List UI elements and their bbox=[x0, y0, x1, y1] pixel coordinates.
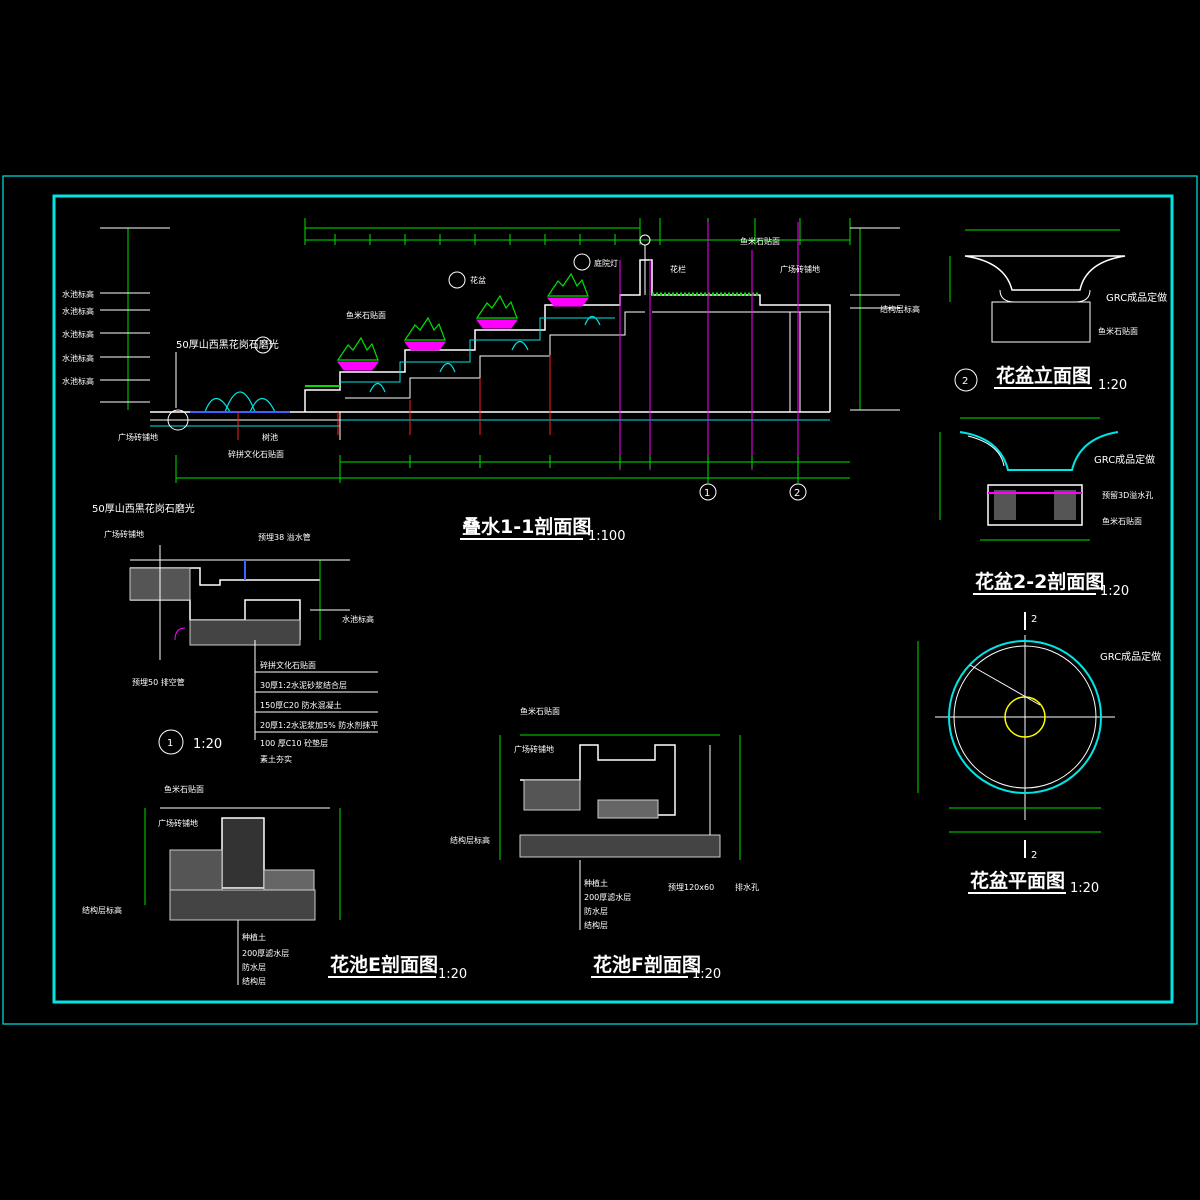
water-level-label-4: 水池标高 bbox=[62, 353, 94, 363]
bed-e-title: 花池E剖面图 bbox=[330, 953, 438, 976]
grc-label-plan: GRC成品定做 bbox=[1100, 650, 1161, 663]
bed-e-layer-3: 结构层 bbox=[242, 976, 266, 986]
plaza-paving-label-f: 广场砖铺地 bbox=[514, 744, 554, 754]
pot-sec-title: 花盆2-2剖面图 bbox=[975, 570, 1104, 593]
flower-pot-label-main: 花盆 bbox=[470, 275, 486, 285]
fish-stone-label-elev: 鱼米石贴面 bbox=[1098, 326, 1138, 336]
water-level-label-2: 水池标高 bbox=[62, 306, 94, 316]
stone-label-main: 50厚山西黑花岗石磨光 bbox=[176, 338, 279, 351]
bed-e-layer-1: 200厚滤水层 bbox=[242, 948, 289, 958]
reserved-drain-label: 预留3D溢水孔 bbox=[1102, 490, 1153, 500]
grc-label-sec: GRC成品定做 bbox=[1094, 453, 1155, 466]
pool-layer-4: 100 厚C10 砼垫层 bbox=[260, 738, 328, 748]
outer-frame bbox=[2, 175, 1198, 1025]
fish-stone-label-main: 鱼米石贴面 bbox=[346, 310, 386, 320]
cut-mark-bottom: 2 bbox=[1031, 850, 1037, 861]
bed-f-layer-0: 种植土 bbox=[584, 878, 608, 888]
pool-layer-1: 30厚1:2水泥砂浆结合层 bbox=[260, 680, 347, 690]
railing-label: 花栏 bbox=[670, 264, 686, 274]
pipe-38-label: 预埋38 溢水管 bbox=[258, 532, 311, 542]
bed-f-scale: 1:20 bbox=[692, 967, 721, 982]
axis-label-1: 1 bbox=[704, 488, 710, 499]
fish-stone-label-f: 鱼米石贴面 bbox=[520, 706, 560, 716]
water-level-label-1: 水池标高 bbox=[62, 289, 94, 299]
bed-e-layer-2: 防水层 bbox=[242, 962, 266, 972]
pot-section-drawing: GRC成品定做 预留3D溢水孔 鱼米石贴面 花盆2-2剖面图 1:20 bbox=[939, 417, 1155, 599]
bed-f-drawing: 鱼米石贴面 广场砖铺地 结构层标高 预埋120x60 排水孔 种植土 200厚滤… bbox=[450, 706, 759, 982]
pool-layer-0: 碎拼文化石贴面 bbox=[260, 660, 316, 670]
bed-e-drawing: 鱼米石贴面 广场砖铺地 结构层标高 种植土 200厚滤水层 防水层 结构层 花池… bbox=[82, 784, 467, 986]
drain-label: 排水孔 bbox=[735, 882, 759, 892]
pot-plan-title: 花盆平面图 bbox=[970, 869, 1065, 892]
plaza-paving-label-main: 广场砖铺地 bbox=[118, 432, 158, 442]
cut-mark-top: 2 bbox=[1031, 614, 1037, 625]
pipe-50-label: 预埋50 排空管 bbox=[132, 677, 185, 687]
water-level-label-3: 水池标高 bbox=[62, 329, 94, 339]
axis-label-2: 2 bbox=[794, 488, 800, 499]
plaza-paving-label-e: 广场砖铺地 bbox=[158, 818, 198, 828]
bed-f-layer-1: 200厚滤水层 bbox=[584, 892, 631, 902]
pot-elevation-drawing: GRC成品定做 鱼米石贴面 2 花盆立面图 1:20 bbox=[949, 229, 1167, 393]
detail-1-marker: 1 bbox=[167, 738, 173, 749]
fish-stone-label-right: 鱼米石贴面 bbox=[740, 236, 780, 246]
pool-layer-5: 素土夯实 bbox=[260, 754, 292, 764]
pot-elev-scale: 1:20 bbox=[1098, 378, 1127, 393]
main-section-drawing: 水池标高 水池标高 水池标高 水池标高 水池标高 bbox=[62, 218, 920, 501]
tree-pool-label: 树池 bbox=[262, 432, 278, 442]
pot-elev-marker: 2 bbox=[962, 376, 968, 387]
bed-f-layer-legend: 种植土 200厚滤水层 防水层 结构层 bbox=[579, 860, 631, 930]
bed-f-layer-3: 结构层 bbox=[584, 920, 608, 930]
pot-plan-scale: 1:20 bbox=[1070, 881, 1099, 896]
main-section-scale: 1:100 bbox=[588, 529, 625, 544]
culture-stone-label-main: 碎拼文化石贴面 bbox=[228, 449, 284, 459]
stone-label-detail: 50厚山西黑花岗石磨光 bbox=[92, 502, 195, 515]
bed-e-layer-legend: 种植土 200厚滤水层 防水层 结构层 bbox=[237, 920, 289, 986]
pot-elev-title: 花盆立面图 bbox=[996, 364, 1091, 387]
lamp-label: 庭院灯 bbox=[594, 258, 618, 268]
pot-sec-scale: 1:20 bbox=[1100, 584, 1129, 599]
grc-label-elev: GRC成品定做 bbox=[1106, 291, 1167, 304]
reserved-pipe-label: 预埋120x60 bbox=[668, 882, 714, 892]
bed-e-layer-0: 种植土 bbox=[242, 932, 266, 942]
pot-plan-drawing: 2 2 GRC成品定做 花盆平面图 1:20 bbox=[917, 612, 1161, 896]
plaza-paving-label-detail: 广场砖铺地 bbox=[104, 529, 144, 539]
water-level-label-detail: 水池标高 bbox=[342, 614, 374, 624]
detail-1-drawing: 50厚山西黑花岗石磨光 广场砖铺地 预埋38 溢水管 预埋50 排空管 水池标高… bbox=[92, 502, 378, 764]
pool-layer-3: 20厚1:2水泥浆加5% 防水剂抹平 bbox=[260, 720, 378, 730]
main-section-title: 叠水1-1剖面图 bbox=[462, 515, 591, 538]
finish-level-label-f: 结构层标高 bbox=[450, 835, 490, 845]
bed-f-layer-2: 防水层 bbox=[584, 906, 608, 916]
pool-layer-legend: 碎拼文化石贴面 30厚1:2水泥砂浆结合层 150厚C20 防水混凝土 20厚1… bbox=[254, 640, 378, 764]
bed-e-scale: 1:20 bbox=[438, 967, 467, 982]
inner-frame bbox=[52, 194, 1174, 1004]
plaza-paving-label-right: 广场砖铺地 bbox=[780, 264, 820, 274]
detail-1-scale: 1:20 bbox=[193, 737, 222, 752]
main-section-title-block: 叠水1-1剖面图 1:100 bbox=[460, 515, 625, 544]
finish-level-label-main: 结构层标高 bbox=[880, 304, 920, 314]
fish-stone-label-sec: 鱼米石贴面 bbox=[1102, 516, 1142, 526]
water-level-label-5: 水池标高 bbox=[62, 376, 94, 386]
fish-stone-label-e: 鱼米石贴面 bbox=[164, 784, 204, 794]
bed-f-title: 花池F剖面图 bbox=[593, 953, 701, 976]
pool-layer-2: 150厚C20 防水混凝土 bbox=[260, 700, 342, 710]
finish-level-label-e: 结构层标高 bbox=[82, 905, 122, 915]
